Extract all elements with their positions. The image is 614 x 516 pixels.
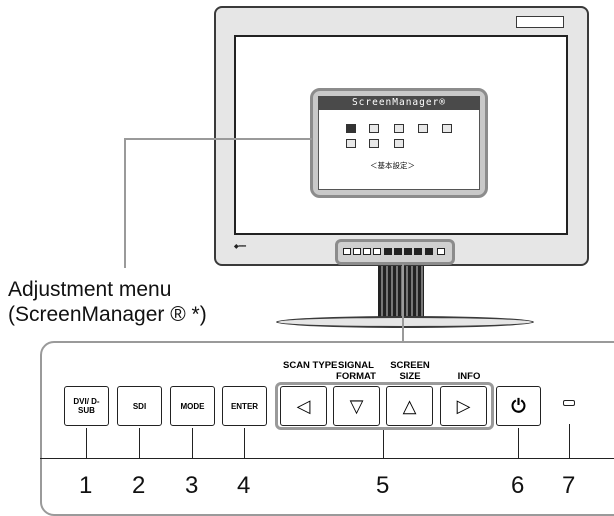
osd-subtitle: ＜基本設定＞ [370,161,415,170]
callout-number-2: 2 [132,472,146,499]
up-arrow-button[interactable]: △ [386,386,433,426]
mini-button-3 [363,248,371,255]
panel-bottom-edge [40,458,614,459]
mode-button[interactable]: MODE [170,386,215,426]
leader-1 [86,428,87,458]
label-scan-type: SCAN TYPE [283,360,338,371]
arrow-buttons-group [275,382,494,430]
callout-line-vertical [124,138,126,268]
leader-2 [139,428,140,458]
osd-icon-6 [346,139,356,148]
callout-number-5: 5 [376,472,390,499]
label-screen-size: SCREEN SIZE [390,360,430,382]
leader-6 [518,428,519,458]
osd-icon-5 [442,124,452,133]
power-indicator-icon [563,400,575,406]
mini-button-6 [394,248,402,255]
osd-icon-1 [346,124,356,133]
leader-5 [383,430,384,458]
mini-button-5 [384,248,392,255]
mini-button-9 [425,248,433,255]
down-arrow-button[interactable]: ▽ [333,386,380,426]
osd-icon-2 [369,124,379,133]
label-signal-format: SIGNAL FORMAT [336,360,376,382]
monitor-stand-neck [378,266,424,320]
mini-button-10 [437,248,445,255]
callout-number-6: 6 [511,472,525,499]
logo-icon: ◆━━ [234,244,246,250]
callout-number-3: 3 [185,472,199,499]
leader-7 [569,424,570,458]
enter-button[interactable]: ENTER [222,386,267,426]
mini-button-4 [373,248,381,255]
mini-button-1 [343,248,351,255]
monitor-stand-base [276,316,534,328]
label-info: INFO [457,371,481,382]
adjustment-menu-sublabel: (ScreenManager ® *) [8,303,207,326]
sdi-button[interactable]: SDI [117,386,162,426]
callout-line-panel [402,264,404,342]
dvi-dsub-button[interactable]: DVI/ D-SUB [64,386,109,426]
brand-plate [516,16,564,28]
left-arrow-button[interactable]: ◁ [280,386,327,426]
osd-icon-4 [418,124,428,133]
osd-icon-8 [394,139,404,148]
osd-title: ScreenManager® [318,96,480,110]
mini-button-2 [353,248,361,255]
right-arrow-button[interactable]: ▷ [440,386,487,426]
mini-button-8 [414,248,422,255]
callout-number-4: 4 [237,472,251,499]
mini-button-7 [404,248,412,255]
power-button[interactable]: ⏻ [496,386,541,426]
leader-4 [244,428,245,458]
callout-number-7: 7 [562,472,576,499]
adjustment-menu-label: Adjustment menu [8,278,172,301]
leader-3 [192,428,193,458]
callout-line-horizontal [124,138,312,140]
osd-icon-3 [394,124,404,133]
callout-number-1: 1 [79,472,93,499]
osd-icon-7 [369,139,379,148]
